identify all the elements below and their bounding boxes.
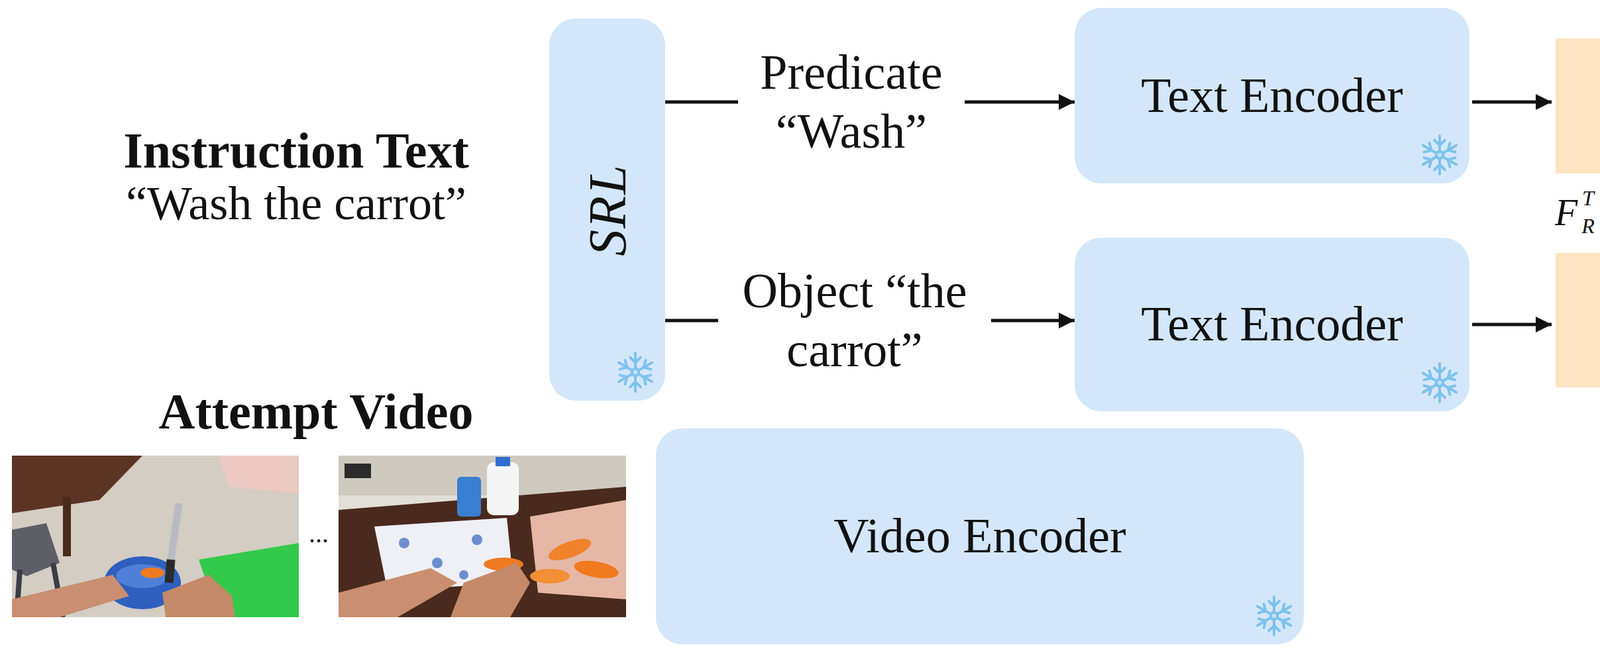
ellipsis: ... bbox=[308, 519, 329, 549]
frozen-icon bbox=[1420, 363, 1459, 403]
video-frame bbox=[11, 455, 299, 618]
video-frame bbox=[545, 534, 594, 566]
feature-blocks bbox=[1472, 100, 1552, 105]
module-label: SRL bbox=[576, 163, 638, 256]
feature-blocks bbox=[1472, 38, 1600, 388]
frozen-icon bbox=[1417, 133, 1462, 177]
encoder-box: Text Encoder bbox=[1074, 237, 1470, 412]
feature-blocks bbox=[1555, 38, 1600, 174]
video-frame bbox=[344, 463, 372, 479]
feature-blocks bbox=[1555, 253, 1600, 388]
video-frame bbox=[530, 569, 570, 584]
video-frame bbox=[450, 563, 531, 618]
video-frame bbox=[459, 570, 469, 580]
video-frame bbox=[338, 455, 627, 496]
frozen-icon bbox=[1254, 596, 1294, 636]
srl-module: SRL bbox=[549, 18, 666, 401]
frozen-icon bbox=[613, 350, 658, 395]
video-frame bbox=[140, 567, 165, 579]
example-text: “Wash the carrot” bbox=[125, 177, 467, 230]
video-frame bbox=[486, 462, 519, 516]
video-frame bbox=[495, 457, 511, 467]
video-frame bbox=[398, 537, 410, 549]
video-frame bbox=[11, 455, 299, 618]
math-symbol: F bbox=[1554, 192, 1578, 234]
section-heading: Instruction Text bbox=[123, 123, 470, 179]
video-frame bbox=[11, 455, 143, 514]
box-label: Text Encoder bbox=[1140, 296, 1403, 353]
video-frame bbox=[431, 557, 443, 569]
edge-label: Object “the carrot” bbox=[718, 261, 992, 380]
frozen-icon bbox=[1252, 594, 1296, 639]
video-frame bbox=[338, 568, 458, 618]
video-frame bbox=[168, 559, 171, 584]
encoder-box: Video Encoder bbox=[655, 428, 1304, 645]
section-heading: Attempt Video bbox=[159, 384, 474, 440]
video-frame bbox=[572, 557, 620, 582]
box-label: Text Encoder bbox=[1140, 67, 1403, 124]
video-frame bbox=[471, 534, 483, 546]
frozen-icon bbox=[1420, 135, 1459, 175]
video-frame bbox=[338, 486, 627, 618]
math-superscript: T bbox=[1582, 186, 1595, 211]
video-frame bbox=[530, 500, 627, 600]
video-frame bbox=[115, 564, 169, 589]
math-subscript: R bbox=[1581, 214, 1595, 238]
video-frame bbox=[62, 496, 71, 557]
edge-label: Predicate “Wash” bbox=[738, 43, 965, 161]
box-label: Video Encoder bbox=[833, 508, 1126, 565]
video-frame bbox=[338, 455, 627, 618]
frozen-icon bbox=[1417, 361, 1462, 405]
frozen-icon bbox=[616, 353, 655, 392]
feature-blocks bbox=[1472, 323, 1552, 327]
video-frame bbox=[11, 575, 130, 618]
video-frame bbox=[338, 455, 627, 618]
video-frame bbox=[170, 503, 179, 560]
encoder-box: Text Encoder bbox=[1074, 7, 1470, 184]
video-frame bbox=[218, 455, 299, 494]
video-frame bbox=[457, 477, 481, 517]
